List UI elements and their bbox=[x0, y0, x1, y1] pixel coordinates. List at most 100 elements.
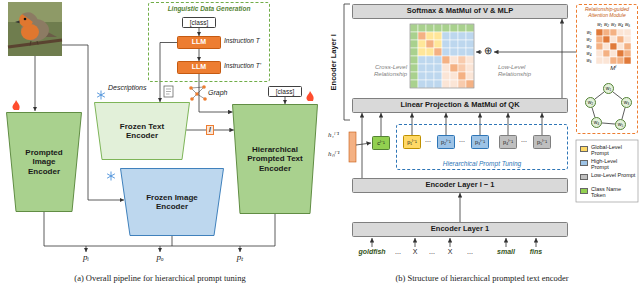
matrix-cell bbox=[450, 48, 458, 56]
layer-label: Encoder Layer l bbox=[330, 7, 339, 117]
hidden-state-stack bbox=[356, 143, 371, 145]
input-token: X bbox=[445, 248, 455, 256]
input-token-arrows bbox=[506, 238, 507, 247]
ellipsis: ... bbox=[518, 136, 530, 144]
llm-box-text: LLM bbox=[192, 38, 206, 46]
frozen-image-encoder: Frozen Image Encoder bbox=[120, 168, 224, 236]
ellipsis: ... bbox=[464, 248, 476, 256]
connector bbox=[613, 92, 622, 99]
instruction-text: Instruction T' bbox=[224, 62, 261, 69]
graph-icon bbox=[203, 97, 207, 101]
subfigure-caption: (a) Overall pipeline for hierarchical pr… bbox=[2, 274, 318, 284]
matrix-cell bbox=[426, 80, 434, 88]
softmax-block-text: Softmax & MatMul of V & MLP bbox=[407, 7, 514, 16]
matrix-cell bbox=[466, 40, 474, 48]
matrix-cell bbox=[434, 40, 442, 48]
graph-node-text: w₄ bbox=[594, 120, 600, 126]
legend-swatch bbox=[580, 146, 588, 152]
class-token-box-text: [class] bbox=[276, 88, 294, 95]
connector bbox=[199, 28, 200, 36]
plus-symbol: ⊕ bbox=[482, 45, 494, 57]
output-score: pₒ bbox=[150, 252, 170, 262]
descriptions-label: Descriptions bbox=[108, 84, 147, 92]
connector bbox=[362, 113, 363, 178]
legend-entry: Class Name Token bbox=[580, 186, 636, 199]
matrix-cell bbox=[450, 32, 458, 40]
softmax-block: Softmax & MatMul of V & MLP bbox=[352, 4, 568, 19]
low-prompt-token-text: p₄ˡ⁻¹ bbox=[503, 139, 513, 145]
projection-block-text: Linear Projection & MatMul of QK bbox=[400, 101, 519, 110]
encoder-layer-block: Encoder Layer l − 1 bbox=[352, 178, 568, 193]
matrix-cell bbox=[466, 72, 474, 80]
description-document-icon bbox=[164, 86, 173, 97]
matrix-cell bbox=[603, 36, 610, 43]
matrix-cell bbox=[603, 43, 610, 50]
matrix-cell bbox=[418, 48, 426, 56]
matrix-axis-label: w₁ bbox=[585, 30, 593, 35]
matrix-cell bbox=[410, 64, 418, 72]
matrix-cell bbox=[466, 80, 474, 88]
matrix-cell bbox=[418, 80, 426, 88]
hidden-state-label: hₙˡ⁻¹ bbox=[328, 150, 340, 158]
matrix-axis-label: w₂ bbox=[585, 37, 593, 42]
input-token-arrows bbox=[450, 238, 451, 247]
matrix-cell bbox=[442, 64, 450, 72]
matrix-cell bbox=[442, 40, 450, 48]
matrix-cell bbox=[617, 57, 624, 64]
matrix-cell bbox=[450, 72, 458, 80]
matrix-cell bbox=[624, 29, 631, 36]
matrix-cell bbox=[410, 48, 418, 56]
matrix-cell bbox=[418, 56, 426, 64]
bird-photo bbox=[24, 18, 27, 21]
hidden-state-label: h₁ˡ⁻¹ bbox=[328, 131, 339, 139]
matrix-cell bbox=[434, 32, 442, 40]
layer-bracket bbox=[344, 4, 350, 120]
bird-photo bbox=[15, 21, 20, 24]
graph-icon bbox=[189, 85, 207, 101]
module-arrows bbox=[494, 52, 576, 53]
attention-module-group-text: Relationship-guided Attention Module bbox=[580, 7, 634, 19]
image-input-arrows bbox=[35, 56, 36, 111]
legend-entry: Low-Level Prompt bbox=[580, 172, 636, 178]
instruction-text: Instruction T bbox=[224, 37, 260, 44]
matrix-cell bbox=[410, 72, 418, 80]
graph-node: w₂ bbox=[585, 97, 596, 108]
ellipsis: ... bbox=[392, 248, 404, 256]
matrix-cell bbox=[410, 80, 418, 88]
matrix-cell bbox=[458, 40, 466, 48]
prompted-text-encoder: Hierarchical Prompted Text Encoder bbox=[232, 104, 318, 214]
graph-node-text: w₁ bbox=[606, 86, 611, 92]
matrix-cell bbox=[458, 72, 466, 80]
matrix-cell bbox=[426, 56, 434, 64]
matrix-cell bbox=[466, 24, 474, 32]
matrix-cell bbox=[418, 64, 426, 72]
legend-text: Low-Level Prompt bbox=[591, 172, 636, 178]
input-word: fins bbox=[525, 248, 547, 256]
matrix-cell bbox=[442, 24, 450, 32]
prompt-tuning-group: Hierarchical Prompt Tuningp₁ˡ⁻¹p₂ˡ⁻¹p₃ˡ⁻… bbox=[396, 124, 568, 170]
matrix-cell bbox=[450, 56, 458, 64]
class-name-token-text: cˡ⁻¹ bbox=[377, 140, 384, 146]
matrix-cell bbox=[617, 43, 624, 50]
graph-icon bbox=[195, 92, 199, 96]
legend-entry: High-Level Prompt bbox=[580, 158, 636, 171]
projection-block: Linear Projection & MatMul of QK bbox=[352, 98, 568, 113]
llm-box: LLM bbox=[177, 61, 221, 74]
prompted-text-encoder-text: Hierarchical Prompted Text Encoder bbox=[243, 145, 307, 173]
matrix-cell bbox=[610, 50, 617, 57]
matrix-cell bbox=[458, 56, 466, 64]
graph-node-text: w₂ bbox=[588, 100, 594, 106]
matrix-cell bbox=[458, 80, 466, 88]
matrix-cell bbox=[466, 48, 474, 56]
description-document-icon bbox=[166, 89, 171, 94]
matrix-cell bbox=[603, 57, 610, 64]
description-document-icon bbox=[164, 86, 173, 97]
graph-icon bbox=[190, 97, 194, 101]
graph-icon bbox=[202, 85, 206, 89]
global-prompt-token: p₁ˡ⁻¹ bbox=[403, 135, 421, 149]
bird-photo bbox=[30, 41, 38, 46]
matrix-cell bbox=[426, 40, 434, 48]
matrix-cell bbox=[610, 57, 617, 64]
graph-icon bbox=[189, 86, 193, 90]
matrix-axis-label: w₁ bbox=[596, 22, 603, 27]
